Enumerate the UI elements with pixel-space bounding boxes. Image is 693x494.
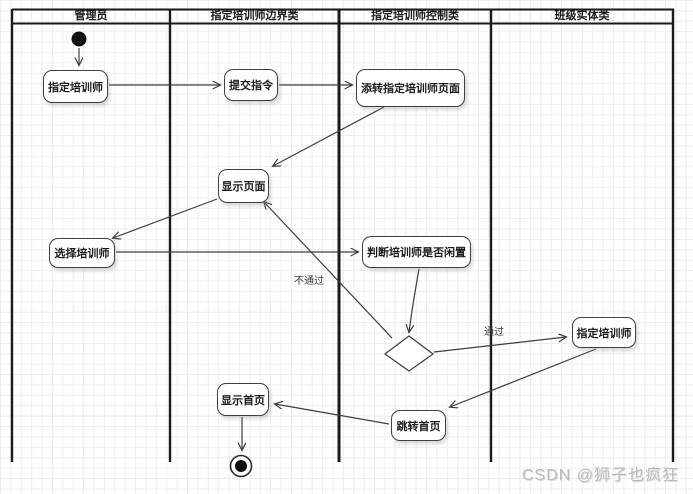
csdn-watermark: CSDN @狮子也疯狂 — [521, 467, 679, 484]
edge-entity-to-jumphome — [450, 348, 597, 407]
node-assign-trainer-admin: 指定培训师 — [43, 70, 108, 103]
lane-header-admin: 管理员 — [74, 10, 108, 22]
lane-header-entity: 班级实体类 — [554, 10, 610, 22]
node-jump-assign-trainer-page: 添转指定培训师页面 — [356, 69, 465, 107]
edge-decision-fail-to-showpage — [264, 202, 393, 339]
edge-decision-pass-to-entity — [433, 337, 566, 353]
lane-header-boundary: 指定培训师边界类 — [210, 10, 299, 22]
node-submit-command: 提交指令 — [224, 69, 278, 101]
initial-node — [71, 31, 87, 47]
edge-check-to-decision — [409, 268, 420, 332]
edge-jumppage-to-showpage — [273, 106, 385, 166]
guard-label-fail: 不通过 — [294, 276, 324, 287]
node-select-trainer: 选择培训师 — [49, 238, 115, 268]
edge-showpage-to-select — [113, 198, 218, 238]
node-show-home: 显示首页 — [217, 383, 269, 416]
flow-edges — [79, 48, 597, 450]
decision-diamond — [383, 335, 435, 372]
lane-header-control: 指定培训师控制类 — [371, 10, 459, 22]
node-show-page: 显示页面 — [218, 169, 269, 203]
node-check-trainer-idle: 判断培训师是否闲置 — [362, 236, 471, 268]
node-jump-home: 跳转首页 — [391, 410, 446, 441]
edge-jumphome-to-showhome — [275, 404, 390, 425]
node-assign-trainer-entity: 指定培训师 — [572, 317, 636, 348]
swimlane-frame — [10, 8, 675, 462]
guard-label-pass: 通过 — [484, 327, 504, 338]
final-node — [229, 454, 253, 478]
